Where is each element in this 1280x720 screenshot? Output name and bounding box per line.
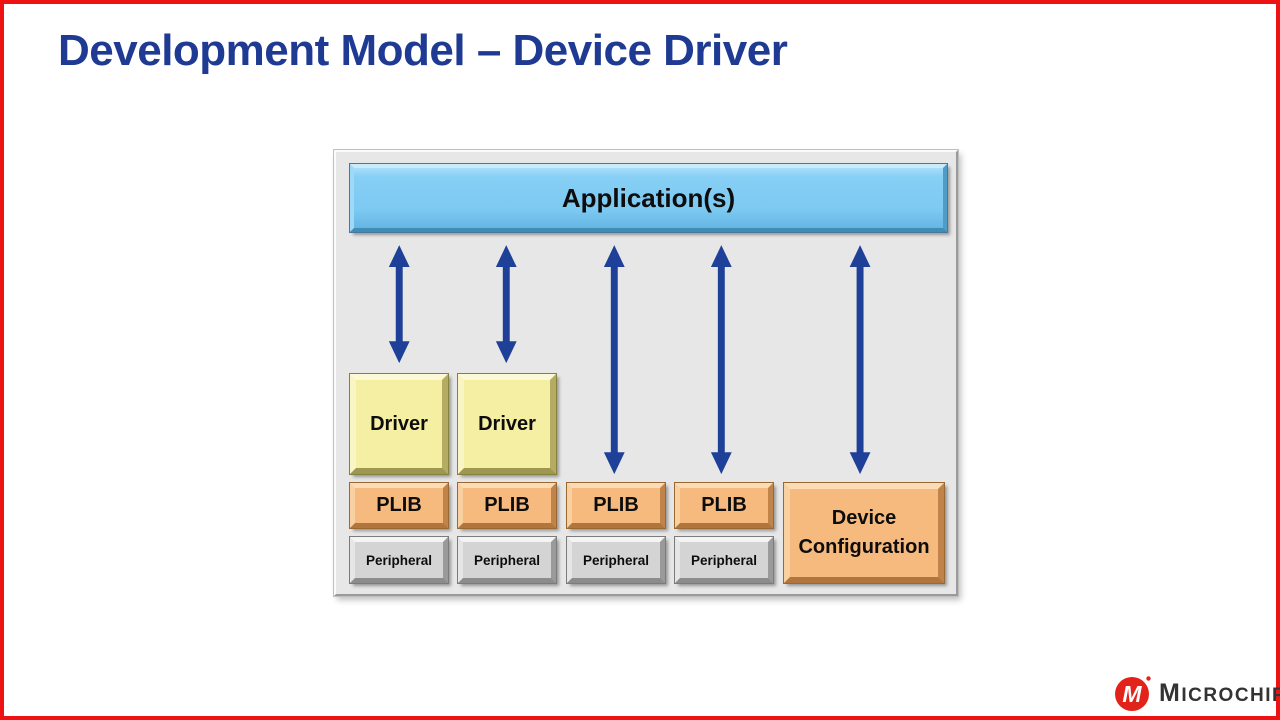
driver-box-2: Driver <box>457 373 557 475</box>
microchip-logo-icon: M <box>1115 676 1151 711</box>
bidirectional-arrow-plib-3 <box>603 245 625 475</box>
peripheral-box-1: Peripheral <box>349 536 449 584</box>
driver-label: Driver <box>370 412 428 435</box>
plib-label: PLIB <box>484 494 530 516</box>
plib-box-4: PLIB <box>674 482 774 529</box>
plib-label: PLIB <box>593 494 639 516</box>
peripheral-box-3: Peripheral <box>566 536 666 584</box>
peripheral-label: Peripheral <box>473 552 541 568</box>
plib-label: PLIB <box>376 494 422 516</box>
driver-box-1: Driver <box>349 373 449 475</box>
page-title: Development Model – Device Driver <box>58 26 788 75</box>
plib-box-2: PLIB <box>457 482 557 529</box>
peripheral-box-2: Peripheral <box>457 536 557 584</box>
driver-label: Driver <box>478 412 536 435</box>
plib-label: PLIB <box>701 494 747 516</box>
diagram-panel: Application(s) Driver Driver PLIB PLIB P… <box>333 149 959 597</box>
svg-text:M: M <box>1122 681 1142 707</box>
bidirectional-arrow-plib-4 <box>710 245 732 475</box>
device-configuration-box: Device Configuration <box>783 482 945 584</box>
peripheral-label: Peripheral <box>365 552 433 568</box>
peripheral-label: Peripheral <box>690 552 758 568</box>
application-box: Application(s) <box>349 163 948 233</box>
peripheral-box-4: Peripheral <box>674 536 774 584</box>
plib-box-3: PLIB <box>566 482 666 529</box>
application-label: Application(s) <box>561 182 736 213</box>
plib-box-1: PLIB <box>349 482 449 529</box>
bidirectional-arrow-driver-1 <box>388 245 410 364</box>
registered-mark-icon <box>1146 676 1151 681</box>
peripheral-label: Peripheral <box>582 552 650 568</box>
bidirectional-arrow-device-configuration <box>849 245 871 475</box>
device-configuration-label: Device Configuration <box>798 507 930 558</box>
bidirectional-arrow-driver-2 <box>495 245 517 364</box>
